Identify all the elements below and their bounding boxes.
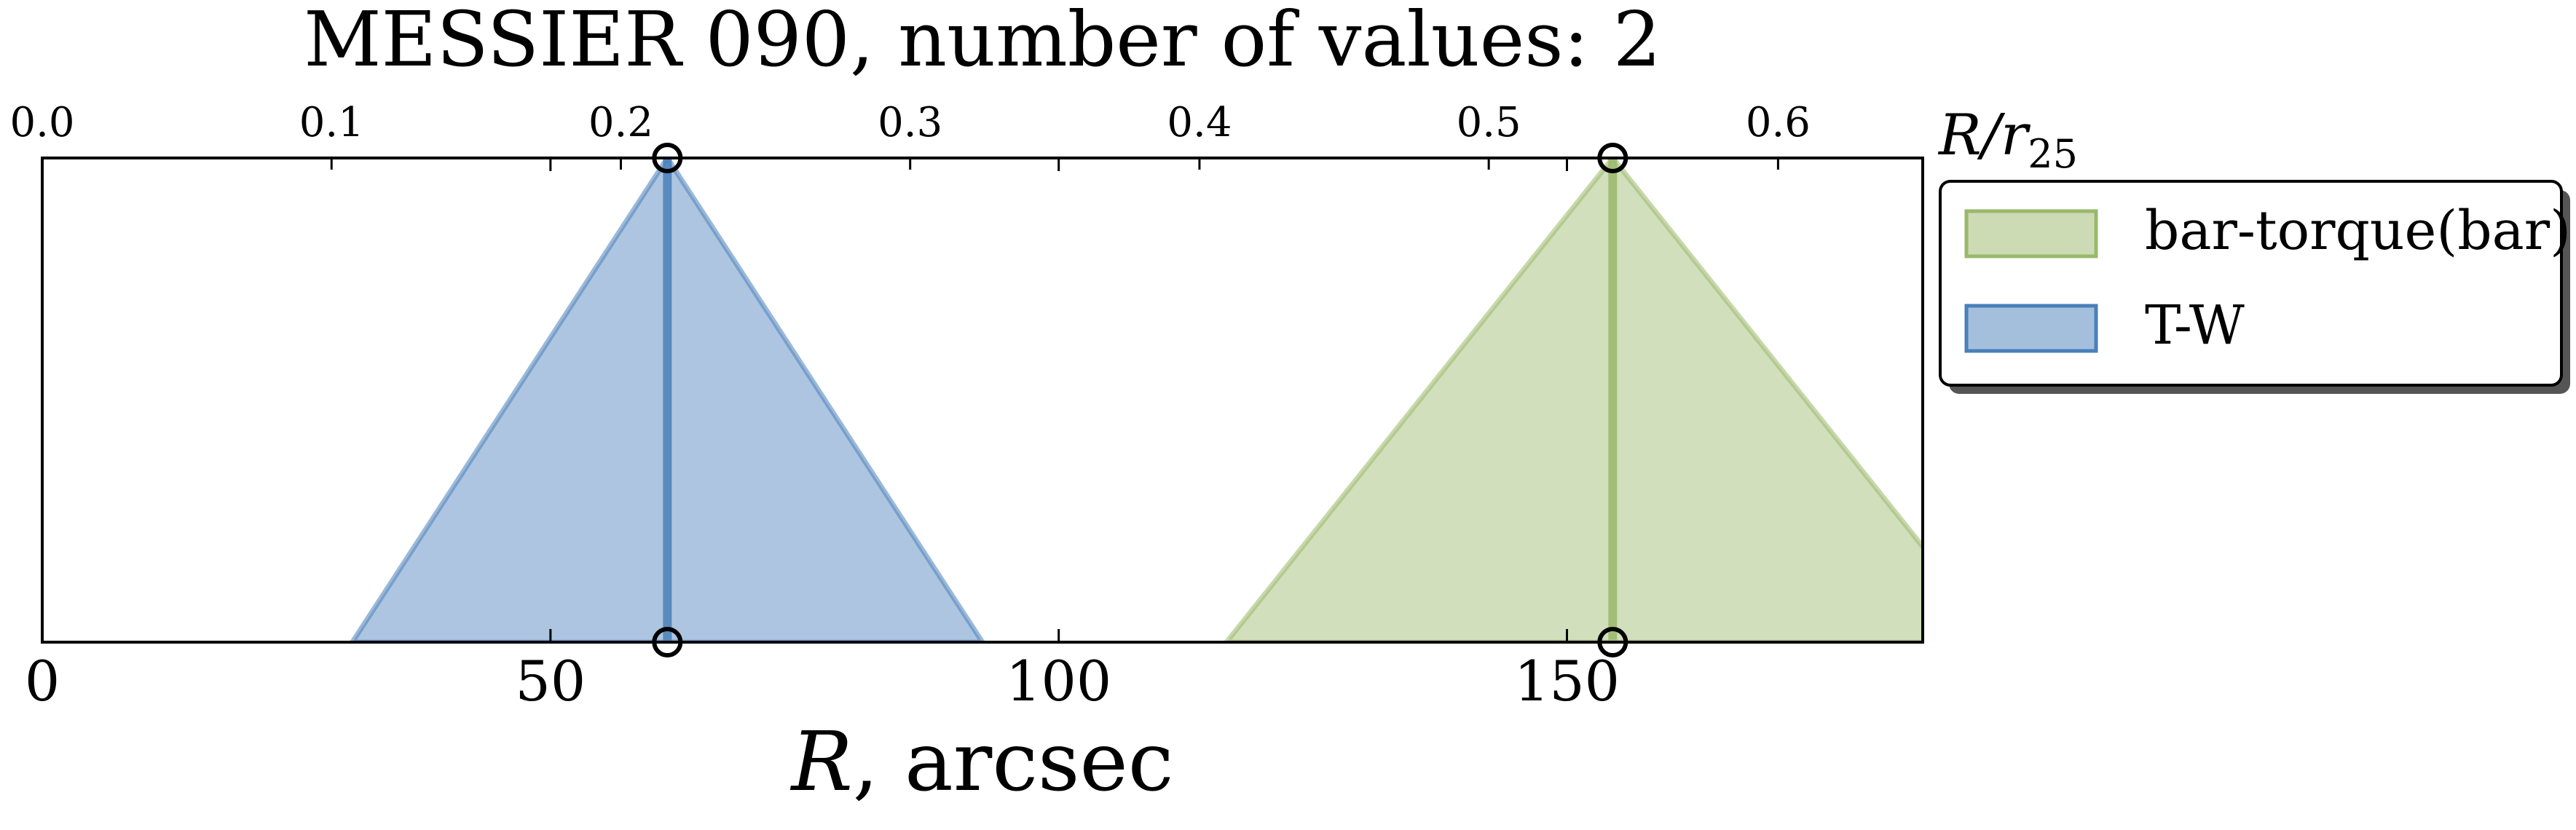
legend: bar-torque(bar) T-W (1939, 180, 2571, 394)
plot-frame (41, 157, 1924, 644)
top-tick-label: 0.2 (588, 99, 653, 146)
legend-swatch-1 (1964, 304, 2098, 353)
top-axis-label-sub: 25 (2028, 131, 2078, 177)
x-axis-label-rest: , arcsec (853, 715, 1174, 810)
legend-entries: bar-torque(bar) T-W (1964, 199, 2571, 357)
legend-swatch-0 (1964, 209, 2098, 258)
bottom-tick-label: 0 (25, 649, 60, 714)
series-layer (349, 158, 1923, 642)
series-top-marker-0 (1597, 143, 1628, 173)
x-axis-label: R, arcsec (789, 715, 1173, 810)
series-bottom-marker-1 (652, 627, 683, 657)
top-axis-label-main: R/r (1937, 103, 2031, 168)
x-axis-label-main: R (789, 715, 852, 810)
bottom-tick-label: 100 (1006, 649, 1111, 714)
bottom-tick-label: 50 (515, 649, 586, 714)
bottom-axis: 0 50 100 150 (25, 158, 1620, 714)
series-bottom-marker-0 (1597, 627, 1628, 657)
top-tick-label: 0.6 (1746, 99, 1811, 146)
chart-title: MESSIER 090, number of values: 2 (304, 0, 1661, 84)
top-tick-label: 0.0 (9, 99, 74, 146)
top-tick-label: 0.4 (1167, 99, 1232, 146)
legend-label-0: bar-torque(bar) (2145, 199, 2571, 262)
series-top-marker-1 (652, 143, 683, 173)
top-axis: 0.0 0.1 0.2 0.3 0.4 0.5 0.6 (9, 99, 1811, 170)
legend-label-1: T-W (2145, 294, 2245, 357)
top-tick-label: 0.1 (299, 99, 364, 146)
top-tick-label: 0.3 (878, 99, 942, 146)
markers-layer (652, 143, 1628, 657)
top-axis-label: R/r25 (1937, 103, 2078, 177)
top-tick-label: 0.5 (1457, 99, 1521, 146)
bottom-tick-label: 150 (1514, 649, 1620, 714)
series-triangle-0 (1223, 158, 1923, 642)
